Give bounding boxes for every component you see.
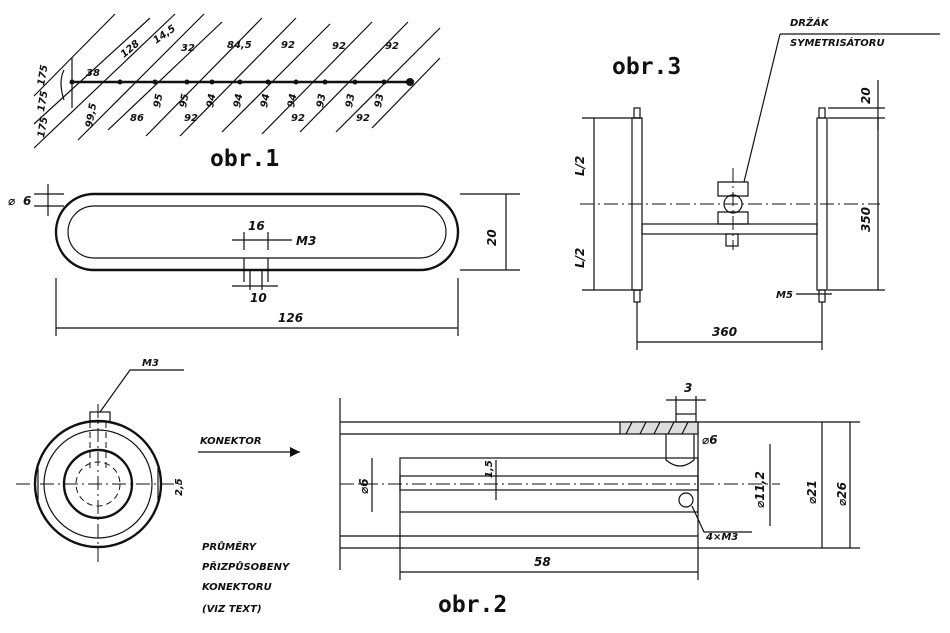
dim-dia-26: ⌀26 — [835, 482, 849, 506]
m3-hole — [678, 492, 694, 508]
pin — [399, 475, 699, 491]
dim-left-2: 175 — [36, 90, 50, 113]
element-nodes — [69, 78, 414, 86]
hatched-block — [619, 421, 699, 435]
dim-length-58: 58 — [534, 555, 551, 569]
holder-leader — [743, 33, 940, 183]
cross-bar — [641, 223, 818, 235]
dim-bot-86: 86 — [130, 113, 144, 124]
dim-top-92b: 92 — [332, 41, 346, 52]
figure-1-caption: obr.1 — [210, 146, 279, 172]
holder-label-line1: DRŽÁK — [790, 15, 830, 29]
loop-inner — [67, 205, 447, 259]
dim-3-line — [666, 396, 706, 414]
dim-360-line — [636, 302, 823, 350]
note-line-1: PRŮMĚRY — [202, 539, 258, 553]
dim-inner-6: ⌀6 — [357, 478, 371, 494]
dim-bot-93c: 93 — [373, 93, 386, 109]
dim-wire-line — [34, 184, 64, 216]
dim-dia-21: ⌀21 — [805, 480, 819, 504]
inner-bore — [399, 457, 699, 513]
figure-2-connector: M3 2,5 KONEKTOR PRŮMĚRY PŘIZPŮSOBENY KON… — [16, 358, 860, 618]
note-line-4: (VIZ TEXT) — [202, 604, 262, 615]
dim-bot-94a: 94 — [205, 93, 218, 109]
dim-bot-94c: 94 — [259, 93, 272, 109]
dim-bore-112: ⌀11,2 — [753, 471, 767, 508]
dim-350-line — [828, 118, 885, 291]
dim-l2-line — [582, 117, 642, 291]
dim-bot-995: 99,5 — [84, 102, 99, 128]
dim-fig3-20: 20 — [859, 87, 873, 104]
dim-20-line — [460, 193, 520, 271]
dim-fig3-350: 350 — [859, 207, 873, 232]
section-outline — [340, 421, 699, 549]
dim-top-3: 3 — [684, 381, 692, 395]
holder-label-line2: SYMETRISÁTORU — [790, 36, 885, 49]
figure-2-caption: obr.2 — [438, 592, 507, 618]
note-line-3: KONEKTORU — [202, 582, 272, 593]
dim-bot-93a: 93 — [315, 93, 328, 109]
loop-outer — [54, 192, 460, 272]
dim-top-38: 38 — [86, 68, 100, 79]
dim-126-line — [55, 278, 459, 336]
dim-hole-6: ⌀6 — [702, 433, 718, 447]
holes-label: 4×M3 — [705, 532, 738, 543]
dim-16: 16 — [248, 219, 265, 233]
diagonal-extension-lines — [33, 13, 441, 149]
dim-top-145: 14,5 — [151, 23, 178, 46]
dim-top-845: 84,5 — [227, 40, 252, 51]
dim-10: 10 — [250, 291, 267, 305]
dim-wire-dia: ⌀ — [8, 194, 15, 208]
dim-top-92a: 92 — [281, 40, 295, 51]
dim-fig3-360: 360 — [712, 325, 737, 339]
dim-58-line — [399, 512, 699, 580]
thread-m5: M5 — [776, 290, 793, 301]
screw-label: M3 — [142, 358, 159, 369]
screw-leader — [99, 369, 184, 413]
dim-bot-95a: 95 — [152, 93, 165, 109]
thread-m3: M3 — [296, 234, 316, 248]
feed-gap — [243, 258, 269, 282]
dim-16-line — [232, 232, 292, 250]
dim-bot-93b: 93 — [344, 93, 357, 109]
foot-lines — [249, 270, 263, 290]
folded-dipole-loop: 16 M3 10 ⌀ 6 20 126 — [8, 184, 520, 336]
dim-left-1: 175 — [36, 64, 50, 87]
connector-label: KONEKTOR — [200, 436, 262, 447]
dim-top-32: 32 — [181, 43, 195, 54]
screw-boss — [665, 434, 695, 467]
dim-bot-92a: 92 — [184, 113, 198, 124]
dim-20-top-line — [828, 80, 885, 130]
dim-height-20: 20 — [485, 229, 499, 246]
note-line-2: PŘIZPŮSOBENY — [202, 559, 291, 573]
dim-l2-bottom: L/2 — [573, 248, 587, 268]
dim-bot-94d: 94 — [286, 93, 299, 109]
figure-3-caption: obr.3 — [612, 54, 681, 80]
dim-left-3: 175 — [36, 116, 50, 139]
dim-diameter-lines — [698, 421, 860, 549]
dim-bot-95b: 95 — [178, 93, 191, 109]
figure-1-antenna-layout: 175 175 175 38 128 14,5 32 84,5 92 92 92… — [33, 13, 441, 172]
dim-l2-top: L/2 — [573, 156, 587, 176]
figure-3-holder: obr.3 DRŽÁK SYMETRISÁTORU L/2 L/2 20 350… — [573, 15, 940, 350]
dim-bot-92b: 92 — [291, 113, 305, 124]
dim-top-92c: 92 — [385, 41, 399, 52]
dim-bot-94b: 94 — [232, 93, 245, 109]
arrow-head — [290, 447, 300, 457]
dim-wire-6: 6 — [23, 194, 31, 208]
dim-25: 2,5 — [174, 478, 185, 496]
dim-bot-92c: 92 — [356, 113, 370, 124]
dim-length-126: 126 — [278, 311, 303, 325]
dim-slot-15: 1,5 — [484, 460, 495, 478]
